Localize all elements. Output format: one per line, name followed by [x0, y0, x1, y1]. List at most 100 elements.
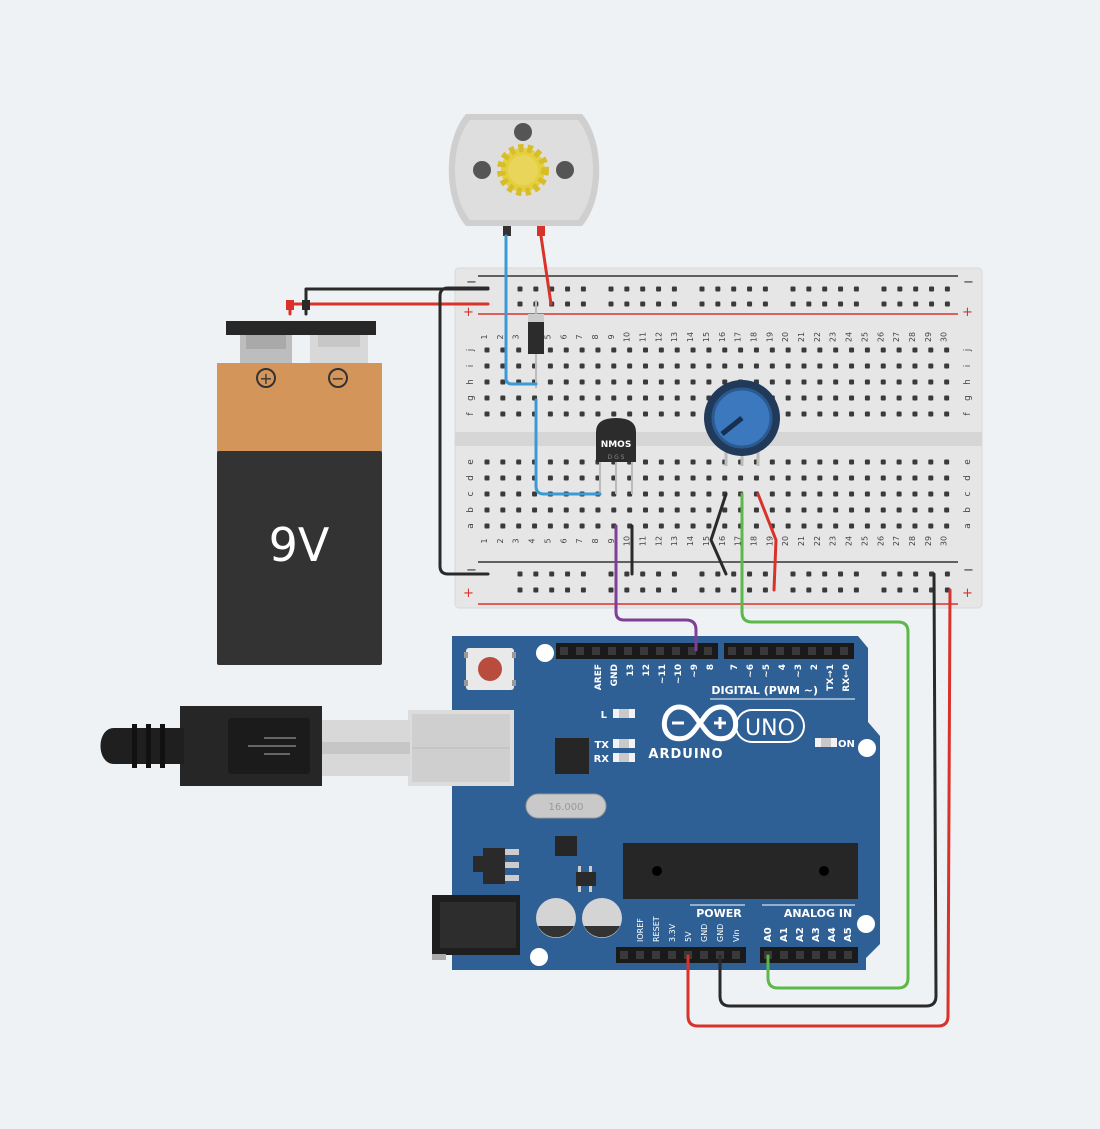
breadboard-hole[interactable] [817, 491, 823, 497]
header-pin[interactable] [780, 951, 788, 959]
breadboard-hole[interactable] [624, 301, 630, 307]
breadboard-hole[interactable] [580, 571, 586, 577]
breadboard-hole[interactable] [790, 286, 796, 292]
breadboard-hole[interactable] [484, 379, 490, 385]
breadboard-hole[interactable] [500, 491, 506, 497]
breadboard-hole[interactable] [643, 491, 648, 497]
breadboard-hole[interactable] [595, 363, 601, 369]
header-pin[interactable] [812, 951, 820, 959]
header-pin[interactable] [844, 951, 852, 959]
breadboard-hole[interactable] [880, 395, 886, 401]
breadboard-hole[interactable] [595, 379, 601, 385]
header-pin[interactable] [560, 647, 568, 655]
breadboard-hole[interactable] [801, 491, 807, 497]
breadboard-hole[interactable] [627, 411, 633, 417]
breadboard-hole[interactable] [944, 411, 950, 417]
breadboard-hole[interactable] [913, 571, 919, 577]
breadboard-hole[interactable] [611, 379, 617, 385]
breadboard-hole[interactable] [785, 459, 791, 465]
breadboard-hole[interactable] [674, 379, 680, 385]
wire-motor-positive[interactable] [539, 234, 553, 306]
breadboard-hole[interactable] [849, 363, 855, 369]
breadboard-hole[interactable] [833, 411, 839, 417]
breadboard-hole[interactable] [656, 587, 662, 593]
breadboard-hole[interactable] [671, 571, 677, 577]
breadboard-hole[interactable] [944, 286, 950, 292]
breadboard-hole[interactable] [722, 523, 728, 529]
breadboard-hole[interactable] [699, 571, 705, 577]
breadboard-hole[interactable] [690, 475, 696, 481]
breadboard-hole[interactable] [738, 363, 744, 369]
breadboard-hole[interactable] [864, 411, 870, 417]
breadboard-hole[interactable] [801, 459, 807, 465]
breadboard-hole[interactable] [484, 411, 490, 417]
breadboard-hole[interactable] [849, 379, 855, 385]
breadboard-hole[interactable] [833, 475, 839, 481]
breadboard-hole[interactable] [484, 459, 490, 465]
breadboard-hole[interactable] [500, 475, 506, 481]
breadboard-hole[interactable] [722, 347, 728, 353]
breadboard-hole[interactable] [580, 301, 586, 307]
breadboard-hole[interactable] [500, 379, 506, 385]
breadboard-hole[interactable] [547, 523, 553, 529]
breadboard-hole[interactable] [706, 475, 712, 481]
breadboard-hole[interactable] [928, 507, 934, 513]
breadboard-hole[interactable] [801, 475, 807, 481]
breadboard-hole[interactable] [881, 587, 887, 593]
breadboard-hole[interactable] [608, 301, 614, 307]
breadboard-hole[interactable] [706, 347, 712, 353]
header-pin[interactable] [656, 647, 664, 655]
header-pin[interactable] [700, 951, 708, 959]
breadboard-hole[interactable] [880, 347, 886, 353]
breadboard-hole[interactable] [699, 286, 705, 292]
breadboard-hole[interactable] [944, 379, 950, 385]
breadboard-hole[interactable] [516, 347, 522, 353]
breadboard-hole[interactable] [912, 491, 918, 497]
breadboard-hole[interactable] [516, 523, 522, 529]
breadboard-hole[interactable] [817, 411, 823, 417]
breadboard-hole[interactable] [715, 301, 721, 307]
breadboard-hole[interactable] [643, 507, 648, 513]
battery-9v[interactable]: + − 9V [217, 321, 382, 665]
breadboard-hole[interactable] [817, 347, 823, 353]
breadboard-hole[interactable] [897, 301, 903, 307]
breadboard-hole[interactable] [722, 475, 728, 481]
wire-ground-return[interactable] [718, 572, 938, 1008]
breadboard-hole[interactable] [849, 475, 855, 481]
breadboard-hole[interactable] [563, 347, 569, 353]
breadboard-hole[interactable] [785, 523, 791, 529]
breadboard-hole[interactable] [706, 379, 712, 385]
breadboard-hole[interactable] [896, 491, 902, 497]
breadboard-hole[interactable] [731, 571, 737, 577]
breadboard-hole[interactable] [549, 587, 555, 593]
breadboard-hole[interactable] [896, 379, 902, 385]
breadboard-hole[interactable] [547, 475, 553, 481]
breadboard-hole[interactable] [753, 475, 759, 481]
breadboard-hole[interactable] [533, 571, 539, 577]
breadboard-hole[interactable] [880, 523, 886, 529]
breadboard-hole[interactable] [579, 459, 585, 465]
breadboard-hole[interactable] [880, 507, 886, 513]
breadboard-hole[interactable] [817, 363, 823, 369]
breadboard-hole[interactable] [624, 571, 630, 577]
breadboard-hole[interactable] [912, 363, 918, 369]
breadboard-hole[interactable] [928, 347, 934, 353]
breadboard-hole[interactable] [849, 395, 855, 401]
breadboard-hole[interactable] [484, 491, 490, 497]
breadboard-hole[interactable] [896, 347, 902, 353]
breadboard-hole[interactable] [833, 395, 839, 401]
breadboard-hole[interactable] [833, 379, 839, 385]
breadboard-hole[interactable] [864, 475, 870, 481]
breadboard-hole[interactable] [565, 286, 571, 292]
breadboard-hole[interactable] [944, 475, 950, 481]
breadboard-hole[interactable] [853, 301, 859, 307]
breadboard-hole[interactable] [656, 286, 662, 292]
wire-pot-ground[interactable] [709, 492, 728, 576]
breadboard-hole[interactable] [806, 587, 812, 593]
breadboard-hole[interactable] [896, 411, 902, 417]
breadboard-hole[interactable] [658, 347, 664, 353]
breadboard-hole[interactable] [738, 475, 744, 481]
breadboard-hole[interactable] [579, 363, 585, 369]
breadboard-hole[interactable] [838, 301, 844, 307]
breadboard-hole[interactable] [731, 286, 737, 292]
